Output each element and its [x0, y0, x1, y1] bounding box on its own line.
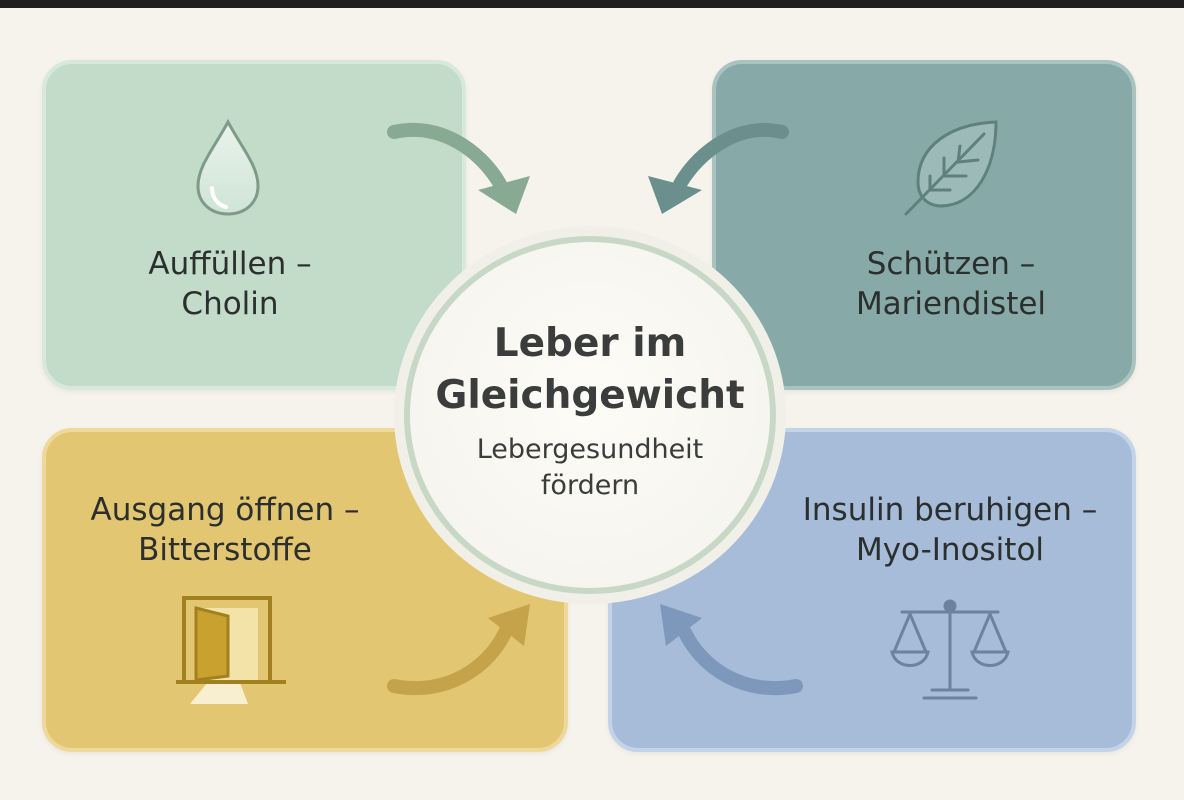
- label-line2: Myo-Inositol: [855, 532, 1045, 568]
- label-protect-milk-thistle: Schützen – Mariendistel: [786, 244, 1116, 324]
- label-replenish-choline: Auffüllen – Cholin: [60, 244, 400, 324]
- label-line1: Ausgang öffnen –: [90, 492, 360, 528]
- water-drop-icon: [196, 118, 260, 216]
- center-title-line2: Gleichgewicht: [435, 373, 745, 418]
- center-subtitle-line1: Lebergesundheit: [476, 434, 704, 465]
- label-line2: Mariendistel: [855, 286, 1047, 322]
- center-title-line1: Leber im: [493, 321, 687, 366]
- center-circle: [404, 236, 776, 594]
- leaf-icon: [904, 120, 998, 216]
- label-calm-insulin-myo-inositol: Insulin beruhigen – Myo-Inositol: [780, 490, 1120, 570]
- open-door-icon: [176, 596, 286, 704]
- balance-scale-icon: [890, 599, 1010, 700]
- label-line1: Schützen –: [866, 246, 1036, 282]
- center-subtitle-line2: fördern: [540, 470, 640, 501]
- card-replenish-choline: [42, 60, 466, 390]
- arrow-bottom-right-icon: [660, 604, 803, 696]
- card-protect-milk-thistle: [712, 60, 1136, 390]
- top-bar: [0, 0, 1184, 8]
- label-line2: Cholin: [181, 286, 279, 322]
- label-line2: Bitterstoffe: [138, 532, 312, 568]
- arrow-bottom-left-icon: [387, 604, 530, 696]
- arrow-top-right-icon: [648, 123, 789, 214]
- label-line1: Insulin beruhigen –: [802, 492, 1098, 528]
- center-subtitle: Lebergesundheit fördern: [404, 432, 776, 504]
- arrow-top-left-icon: [387, 123, 530, 214]
- label-line1: Auffüllen –: [148, 246, 312, 282]
- label-open-exit-bitters: Ausgang öffnen – Bitterstoffe: [60, 490, 390, 570]
- center-title: Leber im Gleichgewicht: [404, 318, 776, 422]
